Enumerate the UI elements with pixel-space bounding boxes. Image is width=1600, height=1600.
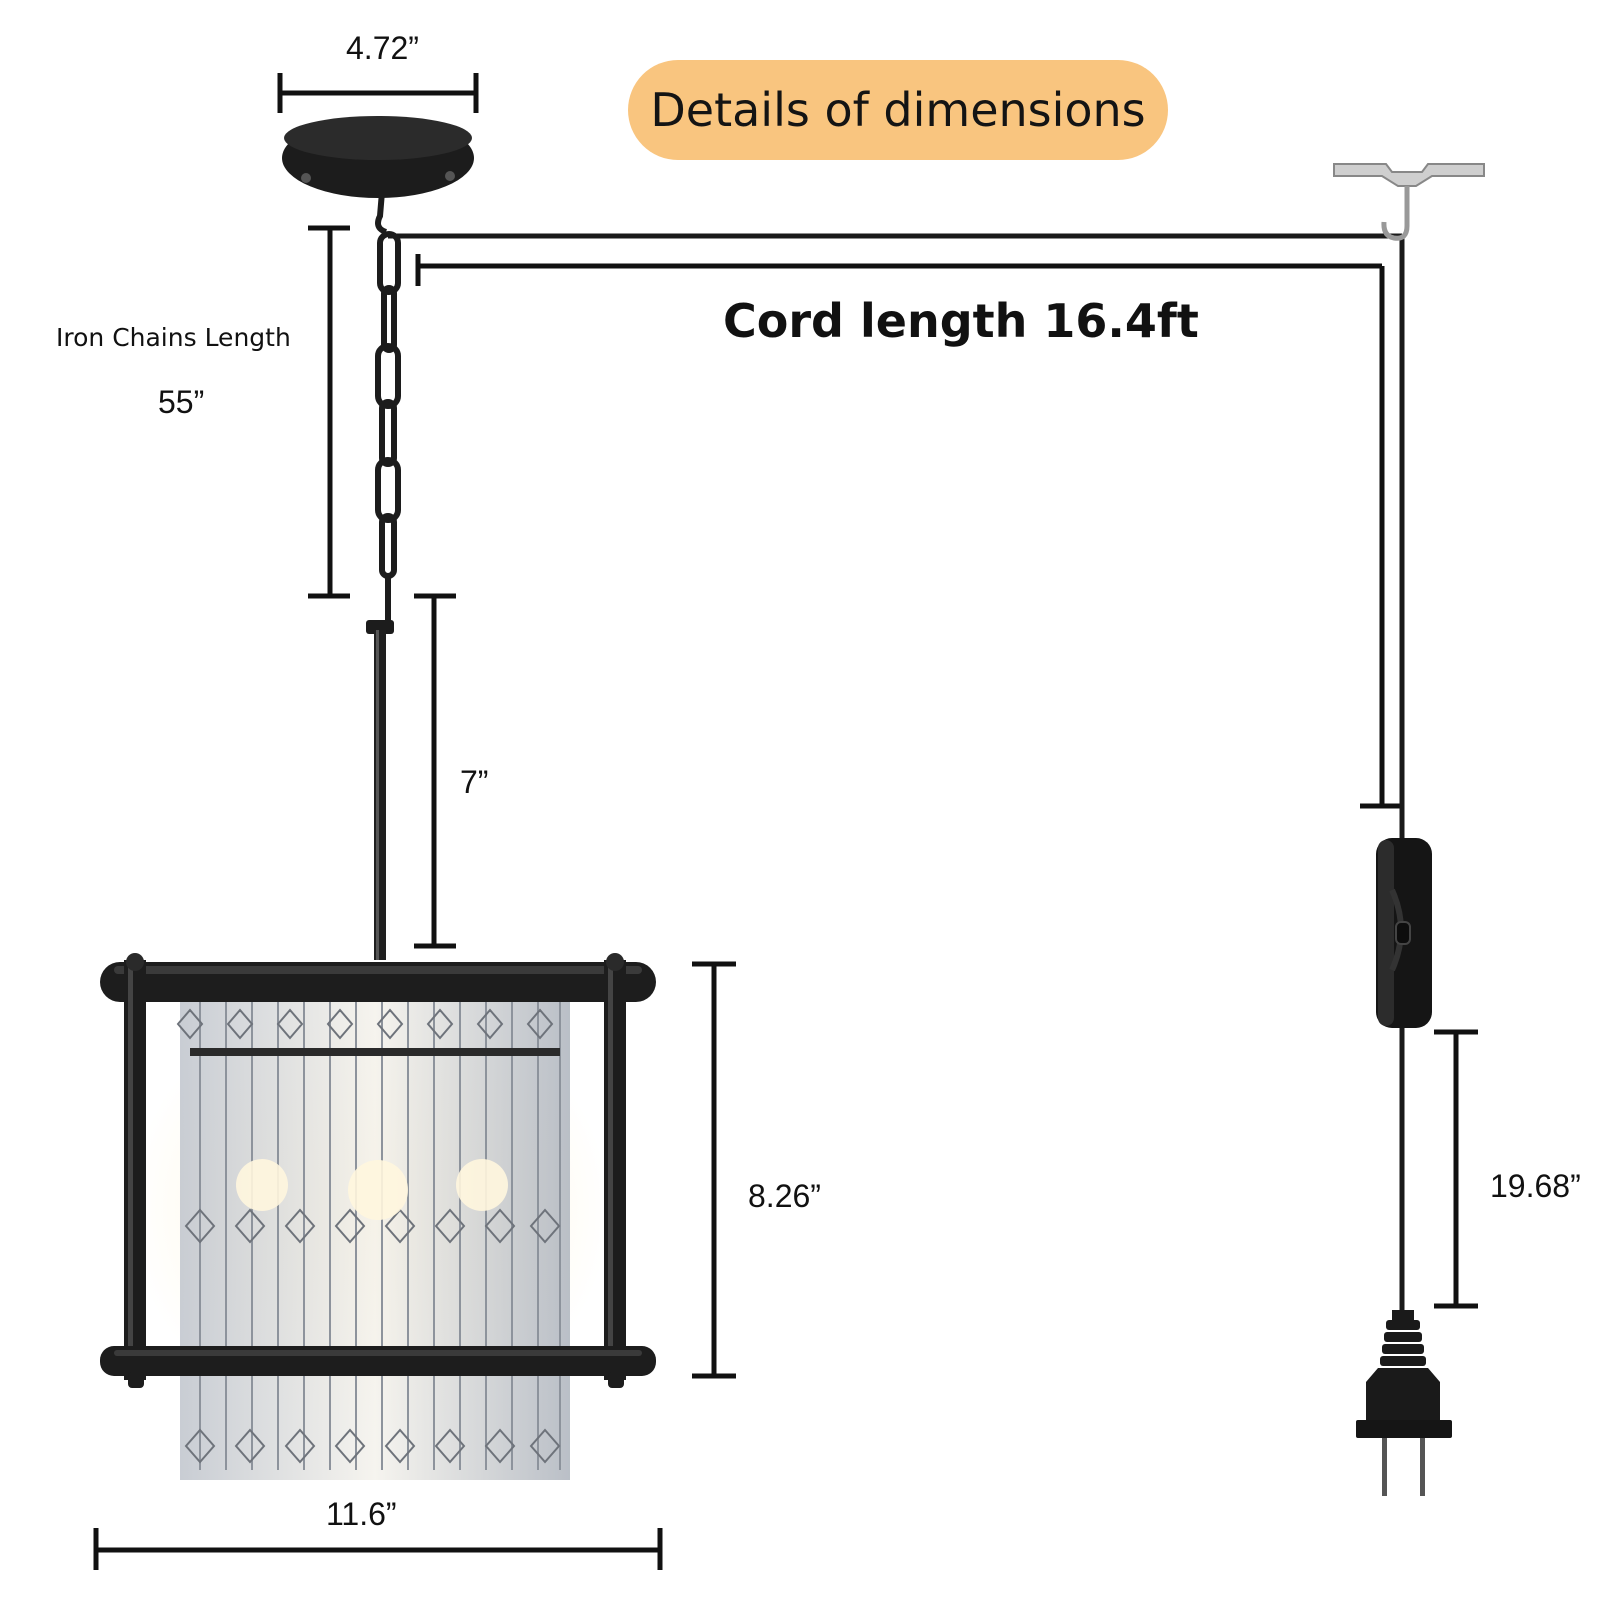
cord-length-bar [415,254,1400,809]
chain-length-title: Iron Chains Length [56,323,291,352]
cord-length-label: Cord length 16.4ft [723,294,1199,348]
canopy-width-bar [277,73,479,113]
plug-cord-bar [1434,1029,1478,1309]
crystal-prisms [176,1000,570,1480]
chandelier-icon [100,953,656,1480]
shade-height-label: 8.26” [748,1178,821,1214]
ceiling-hook-icon [1333,163,1485,241]
dimension-lines [93,73,1478,1570]
ceiling-canopy-icon [282,116,474,235]
shade-width-label: 11.6” [326,1496,397,1532]
canopy-width-label: 4.72” [346,30,419,66]
downrod [366,620,394,960]
plug-cord-length-label: 19.68” [1490,1168,1581,1204]
chain-length-value: 55” [158,384,205,420]
plug-icon [1356,1310,1452,1496]
shade-height-bar [692,961,736,1379]
chain-length-bar [308,225,350,599]
downrod-length-label: 7” [460,764,489,800]
power-cord [388,233,1405,1310]
shade-width-bar [93,1528,663,1570]
inline-switch-icon [1376,838,1432,1028]
chain-icon [375,231,401,622]
downrod-length-bar [414,593,456,949]
page-title: Details of dimensions [650,83,1146,137]
title-pill: Details of dimensions [628,60,1168,160]
